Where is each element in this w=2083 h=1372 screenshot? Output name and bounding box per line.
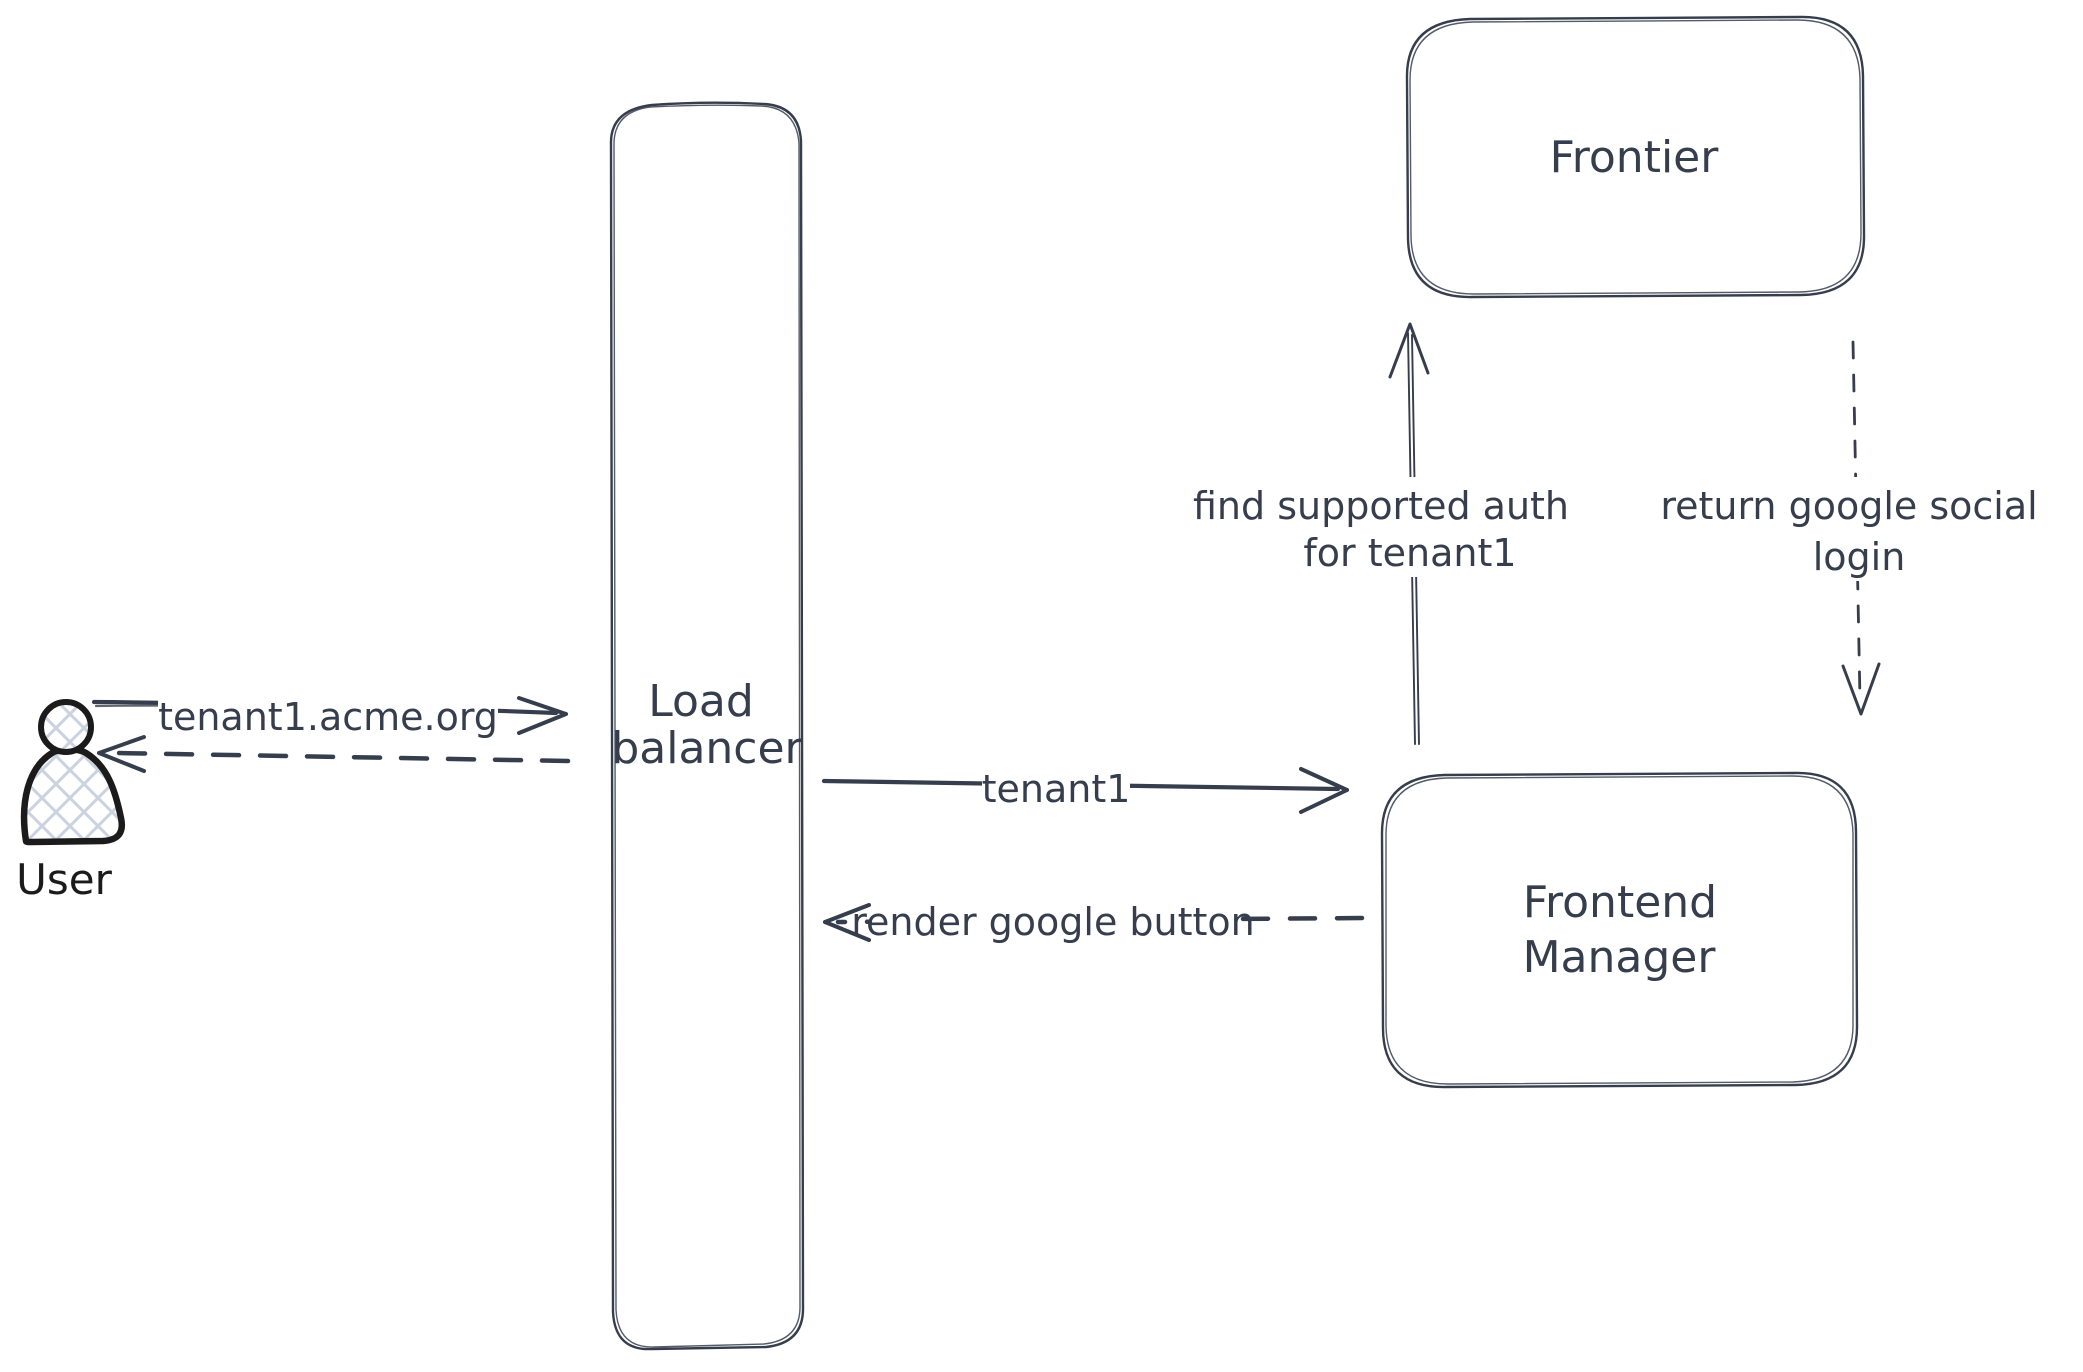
- arrow-user-to-load-balancer: tenant1.acme.org: [91, 686, 568, 744]
- edge-label-bg: [158, 686, 498, 744]
- frontier-node: Frontier: [1405, 15, 1866, 299]
- edge-label-tenant1-acme-org: tenant1.acme.org: [158, 695, 498, 739]
- load-balancer-box-overdraw: [613, 104, 801, 1348]
- user-body: [20, 746, 125, 846]
- edge-label-tenant1: tenant1: [982, 767, 1131, 811]
- arrowhead-down-icon: [1841, 662, 1881, 716]
- edge-label-bg: [1208, 477, 1554, 577]
- load-balancer-label-line1: Load: [648, 676, 754, 727]
- arrow-load-balancer-to-user-dashed: [97, 735, 571, 773]
- arrowhead-right-icon: [1299, 767, 1349, 814]
- load-balancer-label-line2: balancer: [611, 723, 803, 774]
- arrow-load-balancer-to-frontend-manager: tenant1: [821, 757, 1349, 814]
- edge-label-login: login: [1813, 535, 1906, 579]
- edge-label-render-google-button: render google button: [851, 900, 1255, 944]
- frontier-box: [1405, 15, 1866, 299]
- user-icon: [20, 699, 125, 846]
- dashed-shaft: [113, 750, 571, 764]
- edge-label-for-tenant1: for tenant1: [1303, 531, 1516, 575]
- user-label: User: [16, 855, 112, 904]
- edge-label-find-supported-auth: find supported auth: [1193, 484, 1569, 528]
- edge-label-bg: [872, 891, 1234, 949]
- user-head: [38, 699, 94, 755]
- frontend-manager-box: [1380, 771, 1859, 1089]
- edge-label-bg: [1650, 477, 2050, 581]
- arrowhead-right-icon: [517, 696, 568, 735]
- edge-label-return-google-social: return google social: [1660, 484, 2037, 528]
- frontend-manager-box-overdraw: [1385, 775, 1854, 1085]
- frontier-box-overdraw: [1409, 19, 1862, 295]
- edge-label-bg: [982, 757, 1130, 813]
- frontier-label: Frontier: [1550, 132, 1720, 183]
- arrow-frontend-manager-to-frontier: find supported auth for tenant1: [1193, 322, 1569, 745]
- arrowhead-up-icon: [1388, 322, 1430, 379]
- frontend-manager-label-line2: Manager: [1523, 932, 1717, 983]
- frontend-manager-label-line1: Frontend: [1523, 877, 1717, 928]
- arrow-frontier-to-frontend-manager-dashed: return google social login: [1650, 340, 2050, 716]
- arrowhead-left-icon: [823, 903, 871, 942]
- arrowhead-left-icon: [97, 735, 146, 773]
- arrow-frontend-manager-to-load-balancer-dashed: render google button: [823, 891, 1365, 949]
- frontend-manager-node: Frontend Manager: [1380, 771, 1859, 1089]
- load-balancer-node: Load balancer: [609, 101, 805, 1351]
- load-balancer-box: [609, 101, 805, 1351]
